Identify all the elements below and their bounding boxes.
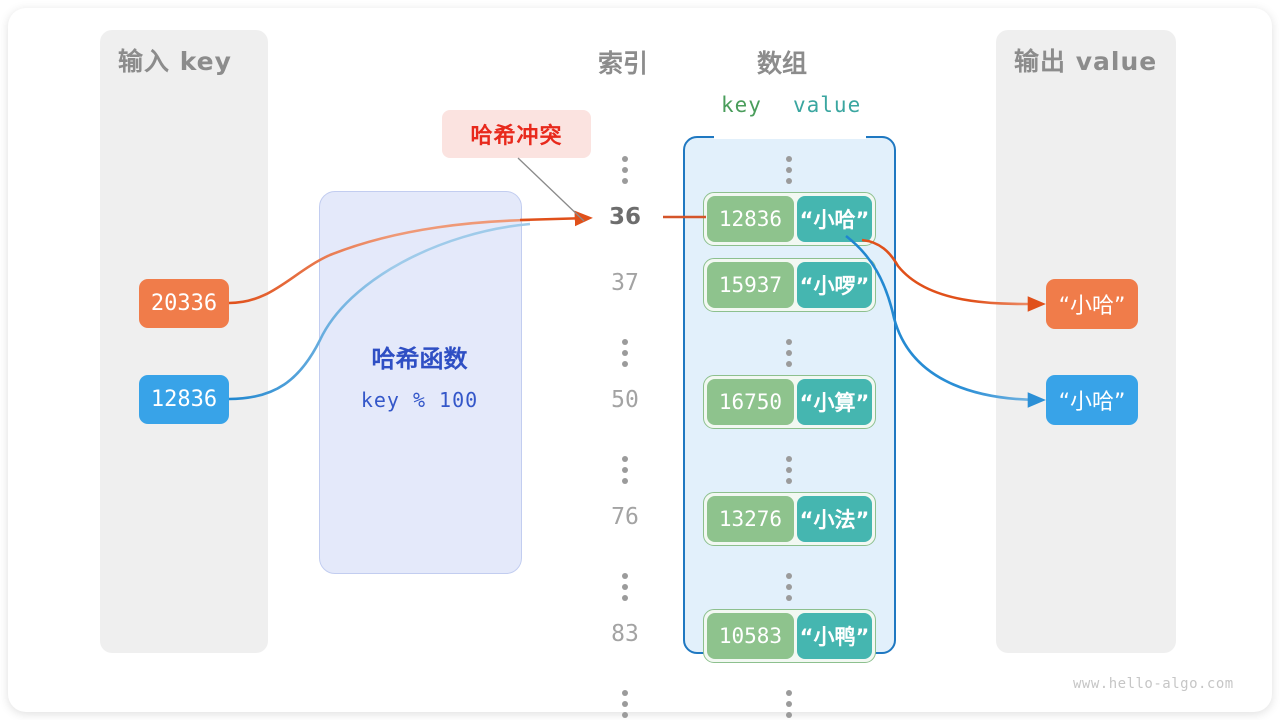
array-ellipsis: [780, 690, 798, 718]
hash-function-box: [319, 191, 522, 574]
entry-key-cell: 10583: [707, 612, 794, 659]
input-key-chip-0: 20336: [139, 279, 229, 328]
index-ellipsis: [616, 156, 634, 184]
entry-key-cell: 12836: [707, 195, 794, 242]
input-panel-title: 输入 key: [118, 47, 232, 76]
input-panel: [100, 30, 268, 653]
entry-key-cell: 16750: [707, 378, 794, 425]
array-column-header: 数组: [757, 49, 808, 78]
entry-key-cell: 13276: [707, 495, 794, 542]
key-subheader: key: [721, 93, 762, 117]
index-label-76: 76: [611, 503, 639, 530]
entry-value-cell: “小算”: [796, 378, 872, 425]
index-ellipsis: [616, 690, 634, 718]
index-label-37: 37: [611, 269, 639, 296]
output-panel: [996, 30, 1176, 653]
index-label-83: 83: [611, 620, 639, 647]
index-label-50: 50: [611, 386, 639, 413]
index-label-36: 36: [608, 203, 641, 230]
entry-value-cell: “小啰”: [796, 261, 872, 308]
array-entry-50: 16750“小算”: [703, 374, 876, 429]
index-ellipsis: [616, 573, 634, 601]
entry-value-cell: “小法”: [796, 495, 872, 542]
array-entry-37: 15937“小啰”: [703, 257, 876, 312]
index-ellipsis: [616, 339, 634, 367]
array-ellipsis: [780, 573, 798, 601]
watermark: www.hello-algo.com: [1073, 676, 1234, 692]
array-entry-76: 13276“小法”: [703, 491, 876, 546]
entry-key-cell: 15937: [707, 261, 794, 308]
array-ellipsis: [780, 156, 798, 184]
hash-function-title: 哈希函数: [371, 345, 468, 373]
output-value-chip-0: “小哈”: [1046, 279, 1138, 329]
index-column-header: 索引: [598, 49, 649, 78]
hash-collision-label: 哈希冲突: [442, 110, 591, 158]
entry-value-cell: “小鸭”: [796, 612, 872, 659]
array-entry-36: 12836“小哈”: [703, 191, 876, 246]
entry-value-cell: “小哈”: [796, 195, 872, 242]
hash-function-formula: key % 100: [360, 388, 479, 412]
value-subheader: value: [793, 93, 862, 117]
input-key-chip-1: 12836: [139, 375, 229, 424]
array-ellipsis: [780, 339, 798, 367]
index-ellipsis: [616, 456, 634, 484]
output-panel-title: 输出 value: [1014, 47, 1158, 76]
array-bracket-gap-top: [714, 134, 866, 139]
array-ellipsis: [780, 456, 798, 484]
array-entry-83: 10583“小鸭”: [703, 608, 876, 663]
output-value-chip-1: “小哈”: [1046, 375, 1138, 425]
